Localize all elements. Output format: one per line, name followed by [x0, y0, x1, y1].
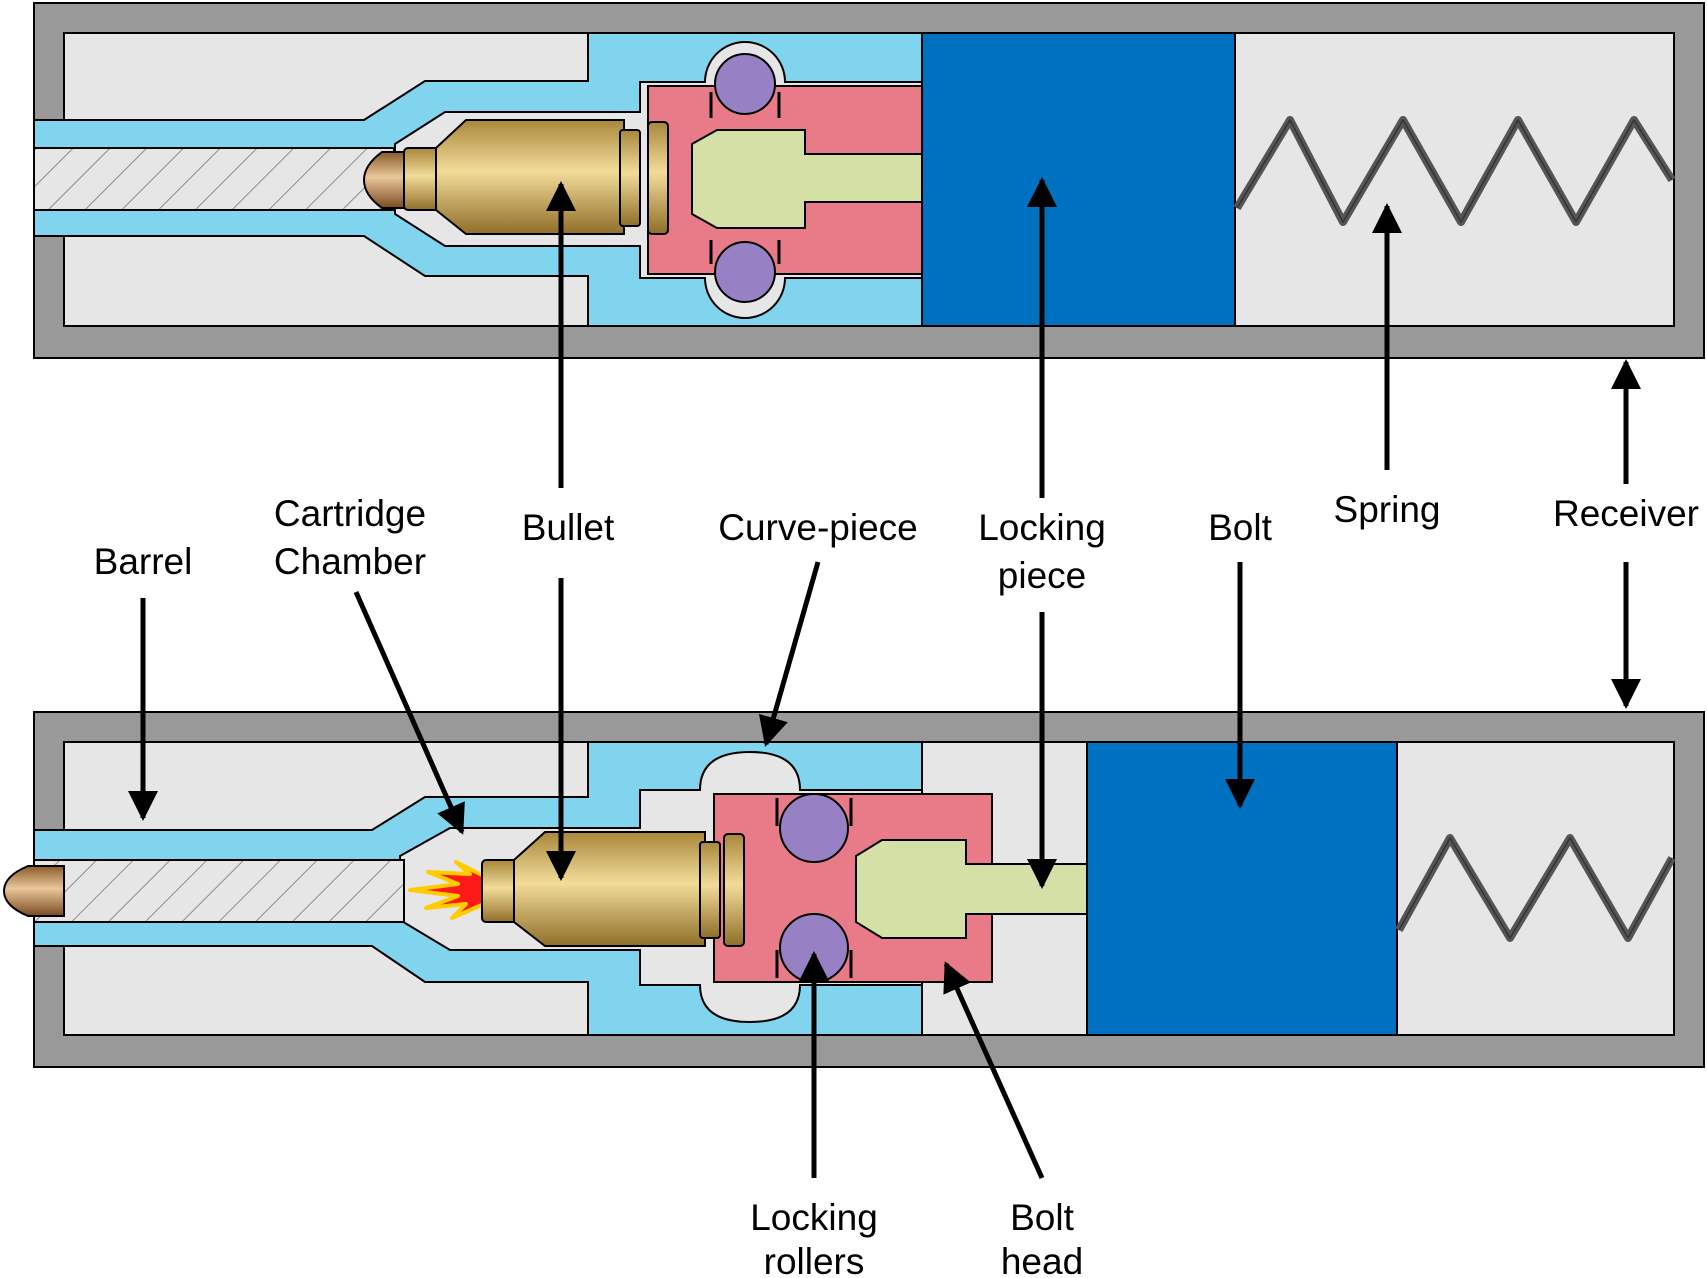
arrow-bolt-head — [943, 961, 1045, 1180]
locking-roller-top-lower — [714, 241, 776, 303]
label-bolt-head-line1: Bolt — [1010, 1197, 1074, 1238]
label-locking-rollers-line1: Locking — [750, 1197, 878, 1238]
label-locking-piece-line1: Locking — [978, 507, 1106, 548]
label-locking-piece-line2: piece — [998, 555, 1086, 596]
label-curve-piece: Curve-piece — [718, 507, 917, 548]
leader-arrows — [128, 177, 1641, 1180]
label-spring: Spring — [1334, 489, 1441, 530]
bullet-tip-top — [362, 151, 411, 209]
label-cartridge-chamber-line1: Cartridge — [274, 493, 426, 534]
cartridge-neck-bottom — [481, 859, 519, 923]
cartridge-rim-top — [619, 129, 641, 227]
label-bolt: Bolt — [1208, 507, 1272, 548]
muzzle-flash — [408, 860, 486, 920]
label-bullet: Bullet — [522, 507, 615, 548]
cartridge-rim-bottom — [699, 841, 721, 939]
bolt-top — [921, 32, 1236, 327]
fired-bullet — [2, 865, 65, 917]
label-barrel: Barrel — [94, 541, 193, 582]
cartridge-case-top — [435, 119, 625, 235]
spring-bottom — [1395, 834, 1676, 942]
locking-roller-bottom-upper — [779, 793, 849, 863]
cartridge-case-bottom — [513, 831, 706, 947]
locking-roller-top-upper — [714, 53, 776, 115]
top-assembly — [33, 2, 1705, 359]
spring-top — [1233, 116, 1676, 226]
bore-top — [33, 147, 395, 211]
label-receiver: Receiver — [1553, 493, 1699, 534]
cartridge-neck-top — [403, 147, 441, 211]
label-locking-rollers-line2: rollers — [764, 1241, 865, 1278]
arrow-cartridge-chamber — [353, 590, 465, 835]
bore-bottom — [33, 859, 405, 923]
bottom-assembly — [2, 711, 1705, 1068]
label-bolt-head-line2: head — [1001, 1241, 1083, 1278]
label-cartridge-chamber-line2: Chamber — [274, 541, 426, 582]
arrow-curve-piece — [758, 561, 821, 747]
labels: Barrel Cartridge Chamber Bullet Curve-pi… — [94, 489, 1699, 1278]
